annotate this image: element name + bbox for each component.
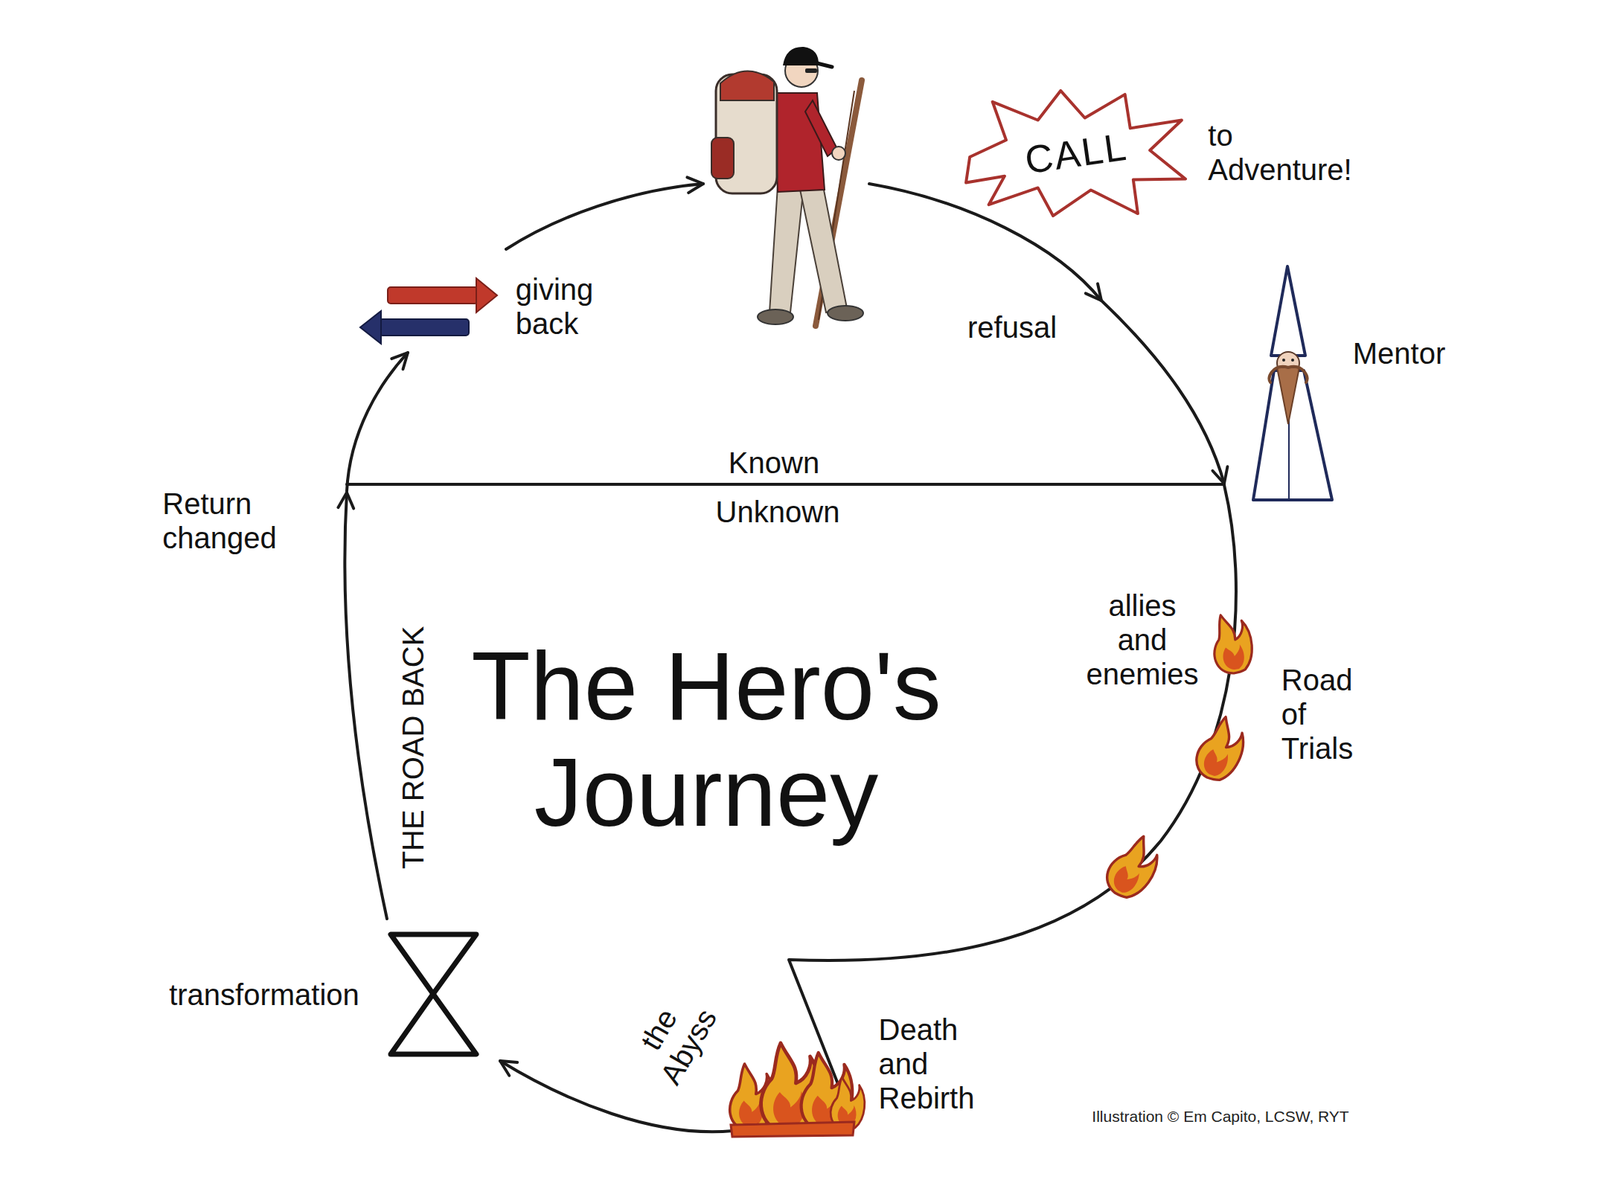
threshold-line — [346, 482, 1225, 486]
stage-label: allies and enemies — [1085, 588, 1199, 692]
journey-path — [346, 352, 408, 492]
journey-path — [344, 492, 387, 920]
stage-label: Unknown — [715, 494, 841, 530]
trial-flame — [1207, 610, 1257, 677]
diagram-title: The Hero's Journey — [438, 633, 975, 847]
starburst-callout: CALL — [962, 87, 1190, 220]
starburst-outline — [966, 90, 1187, 216]
stage-label: Mentor — [1352, 336, 1446, 371]
red-arrow-head — [476, 278, 498, 313]
label-box: Mentor — [1352, 336, 1446, 371]
wizard-mustache — [1268, 366, 1307, 383]
hiker-leg — [799, 186, 847, 313]
stage-label: to Adventure! — [1207, 118, 1352, 187]
hiker-leg — [769, 186, 804, 313]
abyss-fire-base — [730, 1122, 855, 1138]
exchange-arrows — [360, 278, 498, 344]
wizard-figure — [1253, 266, 1333, 501]
wizard-eye — [1291, 358, 1295, 362]
wizard-hat — [1271, 266, 1306, 356]
label-box: allies and enemies — [1085, 588, 1199, 692]
hourglass-top — [390, 934, 477, 995]
backpack-pocket — [711, 137, 734, 179]
label-box: Unknown — [715, 494, 841, 530]
stage-label: Return changed — [162, 486, 277, 556]
hiker-shoe — [827, 305, 864, 321]
red-arrow-shaft — [387, 287, 478, 304]
hiker-hand — [832, 146, 846, 160]
label-box: to Adventure! — [1207, 118, 1352, 187]
hourglass-symbol — [390, 934, 477, 1055]
label-box: refusal — [967, 310, 1057, 345]
label-box: Known — [728, 445, 820, 480]
stage-label: Known — [728, 445, 820, 480]
hiker-arm — [805, 100, 838, 157]
stage-label: the Abyss — [623, 986, 724, 1091]
journey-path — [506, 183, 704, 250]
credit-note: Illustration © Em Capito, LCSW, RYT — [1091, 1108, 1349, 1126]
wizard-robe-fold — [1288, 416, 1290, 499]
journey-path — [500, 1061, 734, 1132]
label-box: giving back — [515, 272, 594, 341]
hiker-shoe — [757, 309, 794, 325]
hiker-figure — [711, 46, 864, 326]
stage-label: transformation — [168, 977, 360, 1013]
label-box: THE ROAD BACK — [395, 626, 431, 870]
hourglass-bottom — [390, 994, 477, 1055]
stage-label: refusal — [967, 310, 1057, 345]
wizard-eye — [1282, 358, 1286, 362]
trial-flame — [1190, 712, 1251, 786]
title-box: The Hero's Journey — [438, 633, 975, 847]
blue-arrow-shaft — [379, 319, 469, 336]
wizard-beard — [1277, 367, 1300, 425]
label-box: transformation — [168, 977, 360, 1013]
backpack-flap — [720, 70, 774, 101]
abyss-fire — [730, 1043, 865, 1138]
label-box: Death and Rebirth — [878, 1012, 975, 1116]
label-box: Illustration © Em Capito, LCSW, RYT — [1091, 1108, 1349, 1126]
label-box: Road of Trials — [1281, 663, 1353, 766]
stage-label: Death and Rebirth — [878, 1012, 975, 1116]
hiker-glasses — [805, 68, 818, 73]
label-box: Return changed — [162, 486, 277, 556]
blue-arrow-head — [360, 311, 382, 344]
journey-path — [1101, 300, 1225, 484]
label-box: the Abyss — [623, 986, 724, 1091]
stage-label: giving back — [515, 272, 594, 341]
trial-flame — [1099, 829, 1168, 905]
hiker-cap-brim — [814, 62, 832, 67]
stage-label: Road of Trials — [1281, 663, 1353, 766]
stage-label: THE ROAD BACK — [395, 626, 431, 870]
